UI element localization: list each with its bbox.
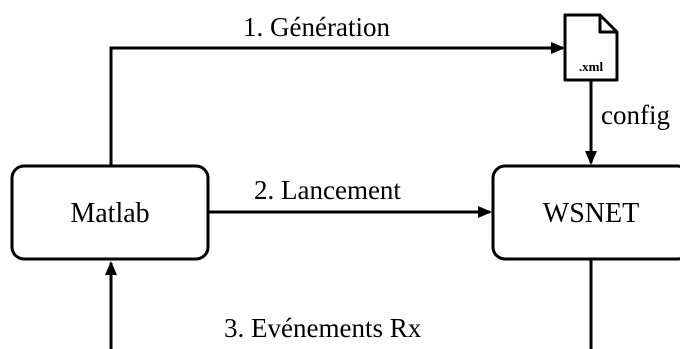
edge-config-label: config xyxy=(601,100,670,130)
edge-generation-label: 1. Génération xyxy=(243,12,390,42)
wsnet-node: WSNET xyxy=(491,164,680,261)
matlab-label: Matlab xyxy=(70,198,149,229)
edge-evenements: 3. Evénements Rx xyxy=(105,259,593,349)
xml-file-label: .xml xyxy=(579,59,604,74)
edge-lancement-label: 2. Lancement xyxy=(254,175,401,205)
edge-lancement: 2. Lancement xyxy=(208,175,492,218)
edge-evenements-label: 3. Evénements Rx xyxy=(224,313,422,343)
xml-file-icon: .xml xyxy=(563,13,619,82)
edge-config: config xyxy=(585,80,670,165)
edge-generation: 1. Génération xyxy=(109,12,565,165)
matlab-node: Matlab xyxy=(10,164,210,261)
wsnet-label: WSNET xyxy=(543,198,639,229)
